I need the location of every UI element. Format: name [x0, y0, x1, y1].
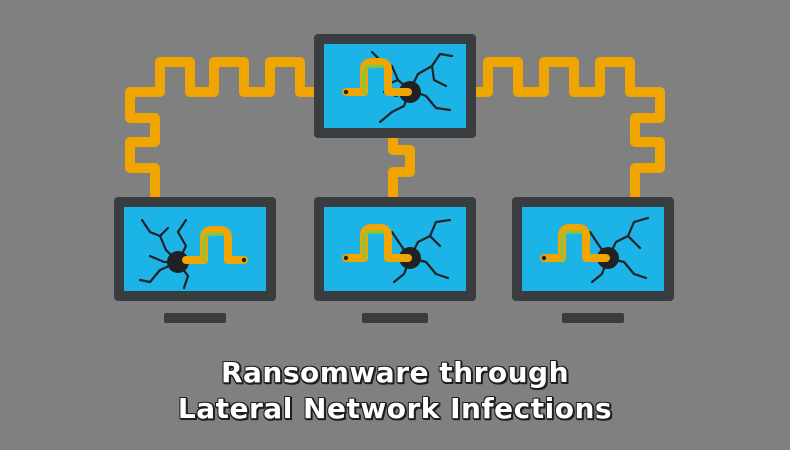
worm-icon — [342, 224, 412, 262]
monitor-top-center — [314, 34, 476, 138]
monitor-bottom-left — [114, 197, 276, 323]
monitor-stand — [164, 313, 226, 323]
cable-center — [388, 131, 415, 205]
caption-line-2: Lateral Network Infections — [177, 392, 613, 425]
screen — [324, 207, 466, 291]
screen — [124, 207, 266, 291]
cable-top-left — [125, 57, 323, 205]
network-cables — [125, 57, 665, 205]
screen — [324, 44, 466, 128]
worm-icon — [342, 58, 412, 96]
cable-top-right — [467, 57, 665, 205]
crack-hole — [167, 251, 189, 273]
caption-line-1: Ransomware through — [220, 356, 570, 389]
monitor-bottom-center — [314, 197, 476, 323]
monitor-stand — [362, 313, 428, 323]
worm-icon — [182, 226, 248, 264]
monitor-bottom-right — [512, 197, 674, 323]
worm-icon — [540, 224, 610, 262]
monitor-stand — [562, 313, 624, 323]
